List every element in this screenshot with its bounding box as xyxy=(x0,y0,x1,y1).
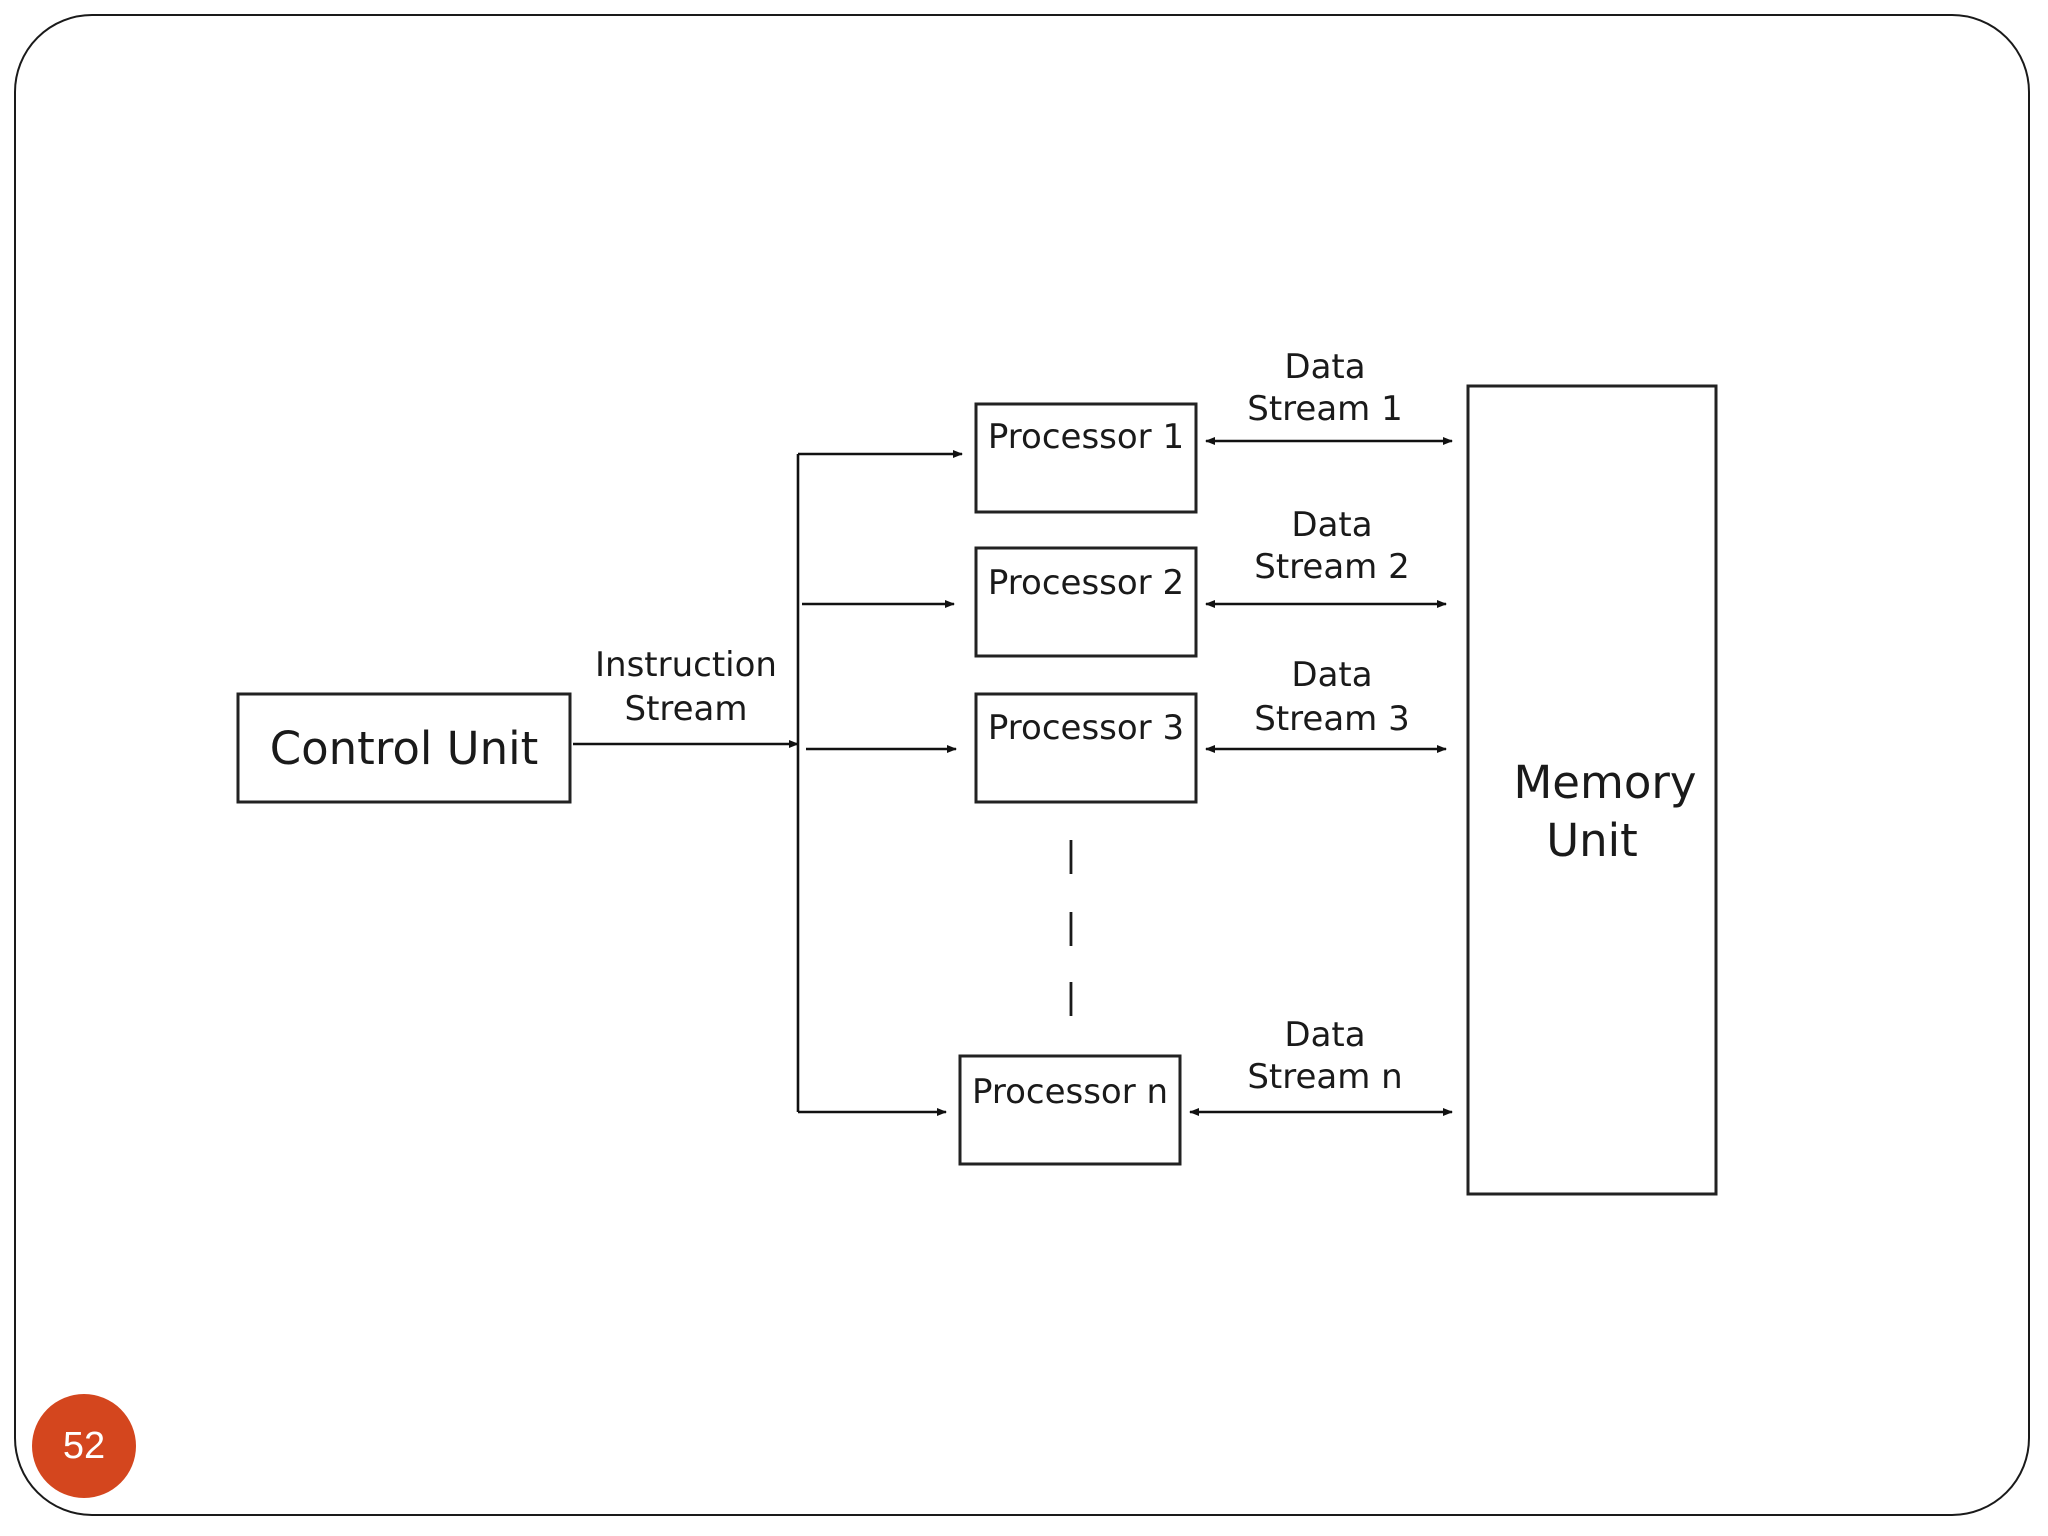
data-stream-n-label-line-1: Data xyxy=(1284,1015,1365,1055)
processor-2-label: Processor 2 xyxy=(988,563,1184,603)
data-stream-2-label-line-1: Data xyxy=(1291,505,1372,545)
ellipsis-mark-3: | xyxy=(1065,977,1076,1017)
processor-1-box xyxy=(974,402,1198,514)
data-stream-3-label-line-1: Data xyxy=(1291,655,1372,695)
processor-2-box xyxy=(974,546,1198,658)
ellipsis-mark-1: | xyxy=(1065,835,1076,875)
data-stream-2-label-line-2: Stream 2 xyxy=(1254,547,1409,587)
control-unit-box xyxy=(236,692,572,804)
memory-unit-label-line-1: Memory xyxy=(1513,756,1696,809)
processor-3-box xyxy=(974,692,1198,804)
memory-unit-box xyxy=(1466,384,1718,1196)
data-stream-n-label-line-2: Stream n xyxy=(1247,1057,1402,1097)
processor-3-label: Processor 3 xyxy=(988,708,1184,748)
data-stream-1-label-line-1: Data xyxy=(1284,347,1365,387)
processor-n-label: Processor n xyxy=(972,1072,1168,1112)
instruction-stream-label-line-1: Instruction xyxy=(595,645,777,685)
memory-unit-label-line-2: Unit xyxy=(1546,814,1638,867)
data-stream-3-label-line-2: Stream 3 xyxy=(1254,699,1409,739)
control-unit-label: Control Unit xyxy=(270,722,539,775)
processor-n-box xyxy=(958,1054,1182,1166)
page-number-badge: 52 xyxy=(32,1394,136,1498)
ellipsis-mark-2: | xyxy=(1065,907,1076,947)
instruction-stream-label-line-2: Stream xyxy=(624,689,747,729)
processor-1-label: Processor 1 xyxy=(988,417,1184,457)
data-stream-1-label-line-2: Stream 1 xyxy=(1247,389,1402,429)
